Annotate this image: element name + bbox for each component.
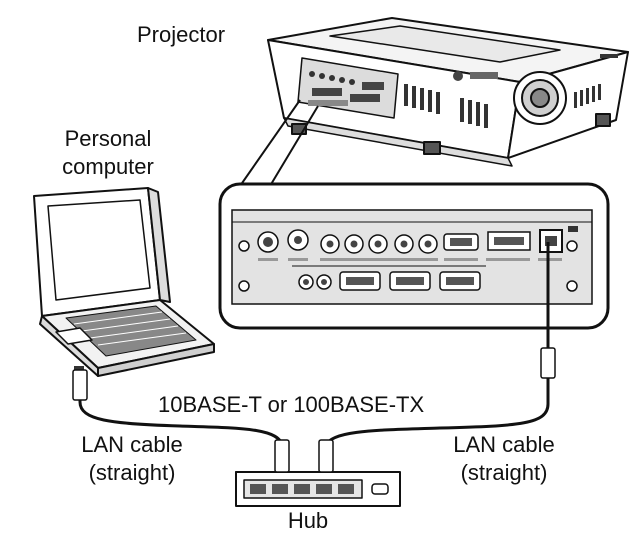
hub-illustration xyxy=(235,471,401,507)
personal-computer-label-line1: Personal xyxy=(64,126,152,151)
personal-computer-label-line2: computer xyxy=(62,154,154,179)
projector-label: Projector xyxy=(137,22,226,47)
lan-cable-right-label-line2: (straight) xyxy=(460,460,548,485)
lan-cable-right xyxy=(324,242,550,462)
lan-cable-right-plugs xyxy=(318,347,556,473)
lan-cable-left-label-line2: (straight) xyxy=(88,460,176,485)
laptop-illustration xyxy=(33,187,215,377)
connector-panel-enlarged xyxy=(218,182,610,330)
lan-cable-left-plugs xyxy=(72,369,290,473)
projector-illustration xyxy=(267,17,629,167)
lan-cable-left-label-line1: LAN cable xyxy=(81,432,183,457)
hub-label: Hub xyxy=(287,508,329,533)
zoom-callout-lines xyxy=(239,99,319,187)
lan-cable-left xyxy=(78,374,284,462)
network-standard-label: 10BASE-T or 100BASE-TX xyxy=(158,392,425,417)
lan-cable-right-label-line1: LAN cable xyxy=(453,432,555,457)
